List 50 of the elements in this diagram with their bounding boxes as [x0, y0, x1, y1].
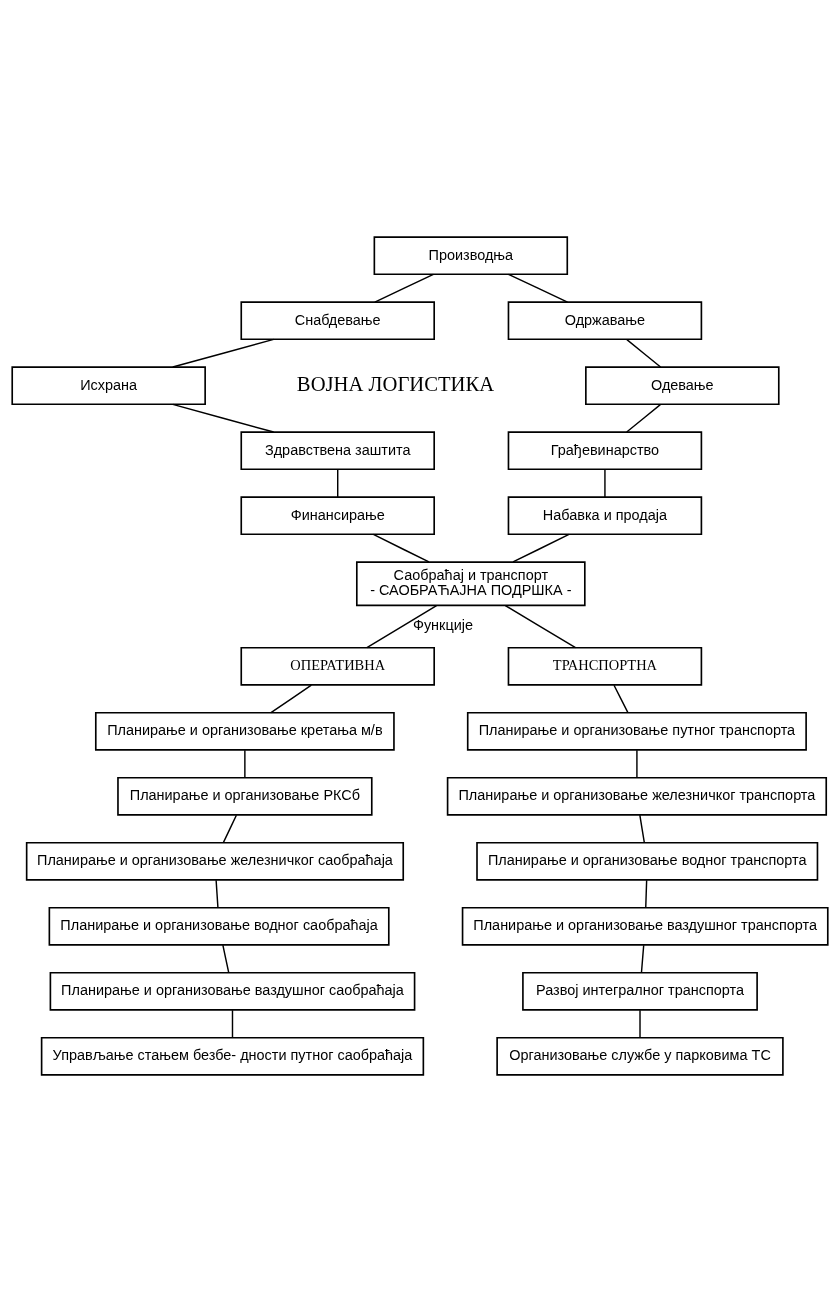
- connector: [222, 944, 230, 974]
- connector: [512, 533, 570, 563]
- node-box: Планирање и организовање водног саобраћаја: [48, 906, 390, 946]
- node-box: Снабдевање: [240, 301, 435, 341]
- node-box: Финансирање: [240, 496, 435, 536]
- node-box: Планирање и организовање кретања м/в: [94, 711, 395, 751]
- connector: [372, 533, 430, 563]
- node-box: ТРАНСПОРТНА: [507, 646, 703, 686]
- connector: [626, 338, 662, 368]
- connector: [366, 604, 438, 649]
- node-box: Развој интегралног транспорта: [522, 971, 758, 1011]
- node-box: Набавка и продаја: [507, 496, 703, 536]
- connector: [374, 273, 435, 303]
- node-box: Организовање службе у парковима ТС: [496, 1036, 784, 1076]
- node-box: Производња: [373, 236, 569, 276]
- label: ВОЈНА ЛОГИСТИКА: [296, 372, 495, 395]
- node-box: Грађевинарство: [507, 431, 703, 471]
- node-box: Одржавање: [507, 301, 703, 341]
- connector: [625, 403, 662, 433]
- node-box: Планирање и организовање железничког транспорта: [446, 776, 828, 816]
- node-box: Планирање и организовање ваздушног саобраћаја: [49, 971, 416, 1011]
- connector: [640, 944, 645, 974]
- connector: [172, 403, 275, 433]
- node-box: Одевање: [585, 366, 780, 406]
- connector: [215, 879, 219, 909]
- connector: [231, 1009, 234, 1039]
- node-box: ОПЕРАТИВНА: [240, 646, 435, 686]
- connector: [504, 604, 577, 649]
- node-box: Планирање и организовање ваздушног транспорта: [461, 906, 829, 946]
- node-box: Планирање и организовање путног транспорта: [466, 711, 807, 751]
- node-box: Управљање стањем безбе- дности путног саобраћаја: [40, 1036, 425, 1076]
- connector: [337, 468, 339, 498]
- connector: [604, 468, 606, 498]
- connector: [636, 749, 638, 779]
- connector: [222, 814, 238, 844]
- node-box: Планирање и организовање железничког саобраћаја: [25, 841, 405, 881]
- node-box: Планирање и организовање РКСб: [117, 776, 373, 816]
- connector: [613, 684, 629, 714]
- node-box: Здравствена заштита: [240, 431, 435, 471]
- connector: [172, 338, 275, 368]
- node-box: Исхрана: [11, 366, 206, 406]
- node-box: Саобраћај и транспорт - САОБРАЋАЈНА ПОДРШКА -: [356, 561, 586, 607]
- connector: [639, 1009, 641, 1039]
- connector: [639, 814, 646, 844]
- connector: [270, 684, 313, 714]
- node-box: Планирање и организовање водног транспорта: [476, 841, 819, 881]
- connector: [507, 273, 569, 303]
- connector: [645, 879, 648, 909]
- edge-label: Функције: [412, 617, 473, 634]
- connector: [244, 749, 246, 779]
